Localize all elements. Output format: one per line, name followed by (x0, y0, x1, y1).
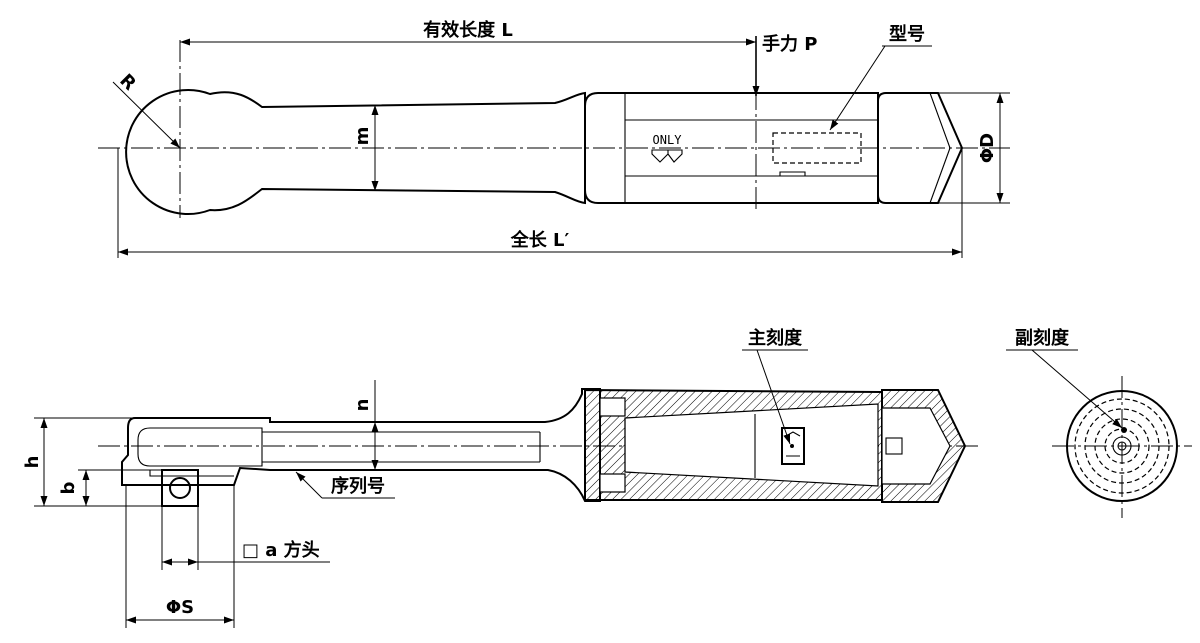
overall-length-label: 全长 L′ (510, 229, 570, 251)
wrench-side-outline (121, 388, 601, 502)
diameter-d-label: ΦD (977, 133, 998, 163)
serial-number-leader-line (295, 471, 323, 499)
radius-dimension (112, 81, 181, 149)
h-label: h (22, 456, 43, 469)
m-label: m (352, 127, 373, 146)
serial-number-label: 序列号 (331, 475, 385, 497)
only-arrow-icon (651, 149, 683, 163)
model-label-window (772, 132, 862, 164)
sub-scale-leader-line (1031, 349, 1123, 429)
diameter-s-label: ΦS (166, 597, 194, 618)
main-scale-label: 主刻度 (748, 327, 803, 349)
top-view: ONLY 有效长度 L 手力 P 型号 R m ΦD 全长 L′ (98, 19, 1010, 258)
n-label: n (352, 399, 373, 412)
end-view-outer-circle (1066, 390, 1178, 502)
only-marker-text: ONLY (653, 133, 683, 147)
handle-grip-top (584, 92, 879, 204)
square-drive (161, 469, 199, 507)
b-label: b (58, 481, 79, 494)
hand-force-label: 手力 P (762, 33, 817, 55)
end-cap-top (877, 92, 964, 204)
side-view: 主刻度 n h b 序列号 □ a 方头 ΦS (22, 327, 980, 628)
sub-scale-label: 副刻度 (1015, 327, 1070, 349)
sub-scale-target-dot (1121, 427, 1127, 433)
effective-length-label: 有效长度 L (423, 19, 513, 41)
model-label: 型号 (889, 23, 925, 45)
model-leader-line (829, 45, 886, 131)
square-drive-hole (169, 477, 191, 499)
radius-label: R (115, 70, 140, 95)
main-scale-leader-line (756, 349, 791, 445)
wrench-top-outline (125, 89, 586, 215)
end-view-sub-scale: 副刻度 (1006, 327, 1192, 518)
square-drive-label: □ a 方头 (242, 539, 320, 561)
